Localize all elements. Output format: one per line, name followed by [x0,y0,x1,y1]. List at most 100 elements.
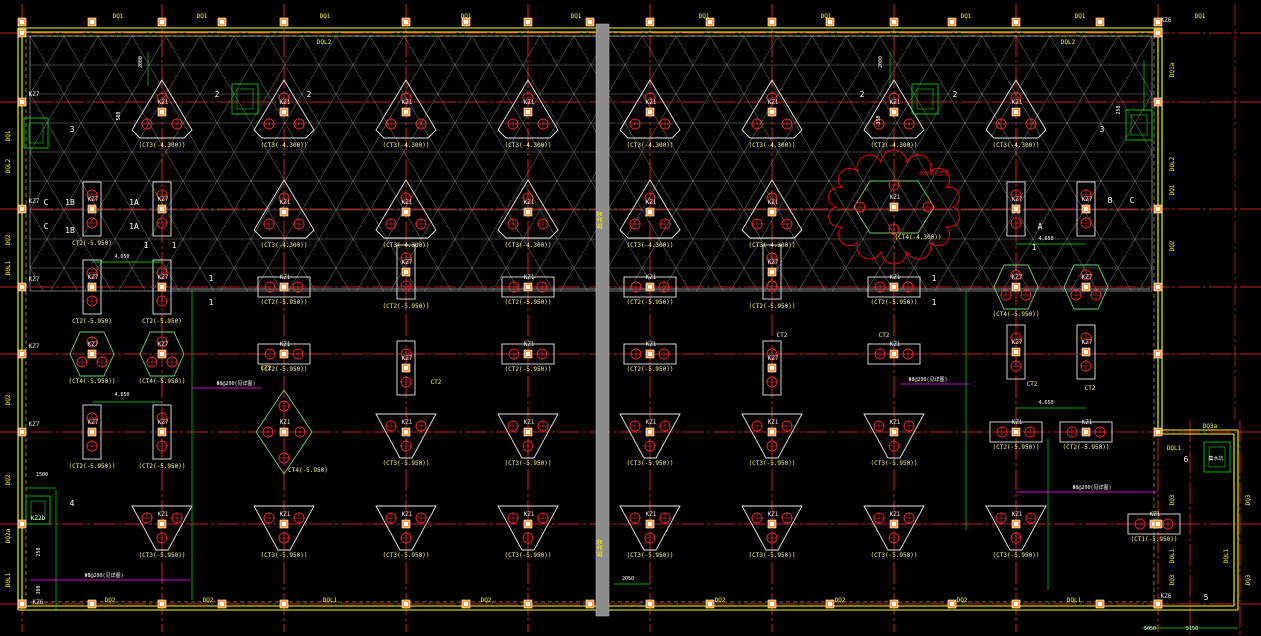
column[interactable] [157,17,167,27]
column[interactable] [1153,519,1163,529]
sump-pit[interactable] [1125,109,1153,141]
pile-cap-ct3[interactable]: (CT3(-4.300)) [375,79,437,149]
column[interactable] [523,17,533,27]
column[interactable]: KZ1 [646,274,657,292]
pile-cap-ct2v[interactable]: (CT2(-5.950)) [749,244,796,310]
pile-cap-ct2v[interactable]: (CT2(-5.950)) [139,404,186,470]
pile-cap-ct4h[interactable]: (CT4(-5.950)) [139,331,186,385]
pile-cap-ct2v[interactable] [152,181,172,237]
column[interactable] [889,17,899,27]
pile-cap-ct2[interactable]: (CT2(-5.950)) [867,276,921,306]
column[interactable]: KZ7 [1082,274,1093,292]
column[interactable] [87,17,97,27]
pile-cap-ct3[interactable]: (CT3(-5.950)) [619,413,681,467]
column[interactable]: KZ1 [402,199,413,217]
column[interactable] [17,349,27,359]
column[interactable] [1153,349,1163,359]
pile-cap-ct3[interactable]: (CT3(-4.300)) [985,79,1047,149]
pile-cap-ct3[interactable]: (CT3(-5.950)) [863,505,925,559]
column[interactable]: KZ7 [158,419,169,437]
column[interactable] [1095,599,1105,609]
pile-cap-ct3[interactable]: (CT3(-5.950)) [375,413,437,467]
column[interactable] [1011,599,1021,609]
column[interactable] [17,17,27,27]
column[interactable]: KZ7 [768,355,779,373]
column[interactable]: KZ7 [402,259,413,277]
column[interactable]: KZ7 [1082,339,1093,357]
column[interactable] [1011,17,1021,27]
pile-cap-ct4h[interactable]: (CT4(-5.950)) [993,264,1040,318]
column[interactable]: KZ7 [1012,339,1023,357]
column[interactable]: KZ1 [524,274,535,292]
pile-cap-ct3[interactable]: (CT3(-5.950)) [131,505,193,559]
column[interactable] [461,17,471,27]
pile-cap-ct2v[interactable]: CT2(-5.950) [72,259,112,325]
column[interactable] [17,204,27,214]
column[interactable]: KZ1 [768,199,779,217]
column[interactable]: KZ1 [158,99,169,117]
column[interactable] [401,17,411,27]
column[interactable]: KZ1 [890,194,901,212]
column[interactable] [279,599,289,609]
column[interactable]: KZ1 [890,419,901,437]
column[interactable]: KZ1 [1082,419,1093,437]
pile-cap-ct4[interactable]: (CT4(-4.300)) [853,179,941,241]
pile-cap-ct3[interactable]: (CT3(-4.300)) [741,79,803,149]
pile-cap-ct2[interactable]: (CT2(-5.950)) [501,276,555,306]
pile-cap-ct2v[interactable]: (CT2(-5.950)) [383,244,430,310]
pile-cap-ct2v[interactable]: CT2(-5.950) [142,259,182,325]
column[interactable]: KZ7 [158,196,169,214]
pile-cap-ct2[interactable]: (CT2(-5.950)) [623,276,677,306]
column[interactable]: KZ1 [890,274,901,292]
column[interactable]: KZ7 [88,419,99,437]
column[interactable]: KZ7 [88,196,99,214]
pile-cap-ct3[interactable]: (CT3(-4.300)) [619,79,681,149]
column[interactable] [217,599,227,609]
column[interactable]: KZ7 [158,274,169,292]
column[interactable] [1153,427,1163,437]
pile-cap-ct2v[interactable] [1076,181,1096,237]
pile-cap-ct3[interactable]: (CT3(-4.300)) [253,79,315,149]
pile-cap-ct2v[interactable]: CT2(-5.950) [72,181,112,247]
pile-cap-ct2v[interactable] [396,340,416,396]
sump-pit[interactable] [1203,441,1231,473]
column[interactable]: KZ7 [768,259,779,277]
column[interactable] [585,599,595,609]
column[interactable]: KZ1 [768,419,779,437]
column[interactable]: KZ1 [524,511,535,529]
column[interactable]: KZ7 [1012,196,1023,214]
sump-pit[interactable] [23,117,49,149]
column[interactable]: KZ1 [768,99,779,117]
column[interactable]: KZ1 [646,199,657,217]
column[interactable] [17,282,27,292]
column[interactable]: KZ1 [280,99,291,117]
column[interactable]: KZ1 [1012,511,1023,529]
column[interactable]: KZ1 [1012,99,1023,117]
column[interactable]: KZ7 [402,355,413,373]
column[interactable]: KZ7 [158,341,169,359]
column[interactable]: KZ1 [646,341,657,359]
column[interactable]: KZ1 [768,511,779,529]
column[interactable] [1153,97,1163,107]
sump-pit[interactable] [911,83,939,115]
column[interactable] [523,599,533,609]
column[interactable]: KZ1 [524,419,535,437]
column[interactable]: KZ1 [890,341,901,359]
column[interactable] [17,599,27,609]
column[interactable] [217,17,227,27]
pile-cap-ct3[interactable]: (CT3(-5.950)) [497,505,559,559]
column[interactable] [1153,282,1163,292]
column[interactable]: KZ1 [890,99,901,117]
pile-cap-ct4h[interactable] [1063,264,1109,310]
column[interactable]: KZ1 [646,511,657,529]
column[interactable] [279,17,289,27]
pile-cap-ct3[interactable]: (CT3(-4.300)) [375,179,437,249]
pile-cap-ct2[interactable]: (CT2(-5.950)) [257,343,311,373]
pile-cap-ct2[interactable]: (CT2(-5.950)) [501,343,555,373]
column[interactable] [1153,28,1163,38]
column[interactable]: KZ7 [1082,196,1093,214]
column[interactable]: KZ7 [88,341,99,359]
column[interactable]: KZ7 [1012,274,1023,292]
